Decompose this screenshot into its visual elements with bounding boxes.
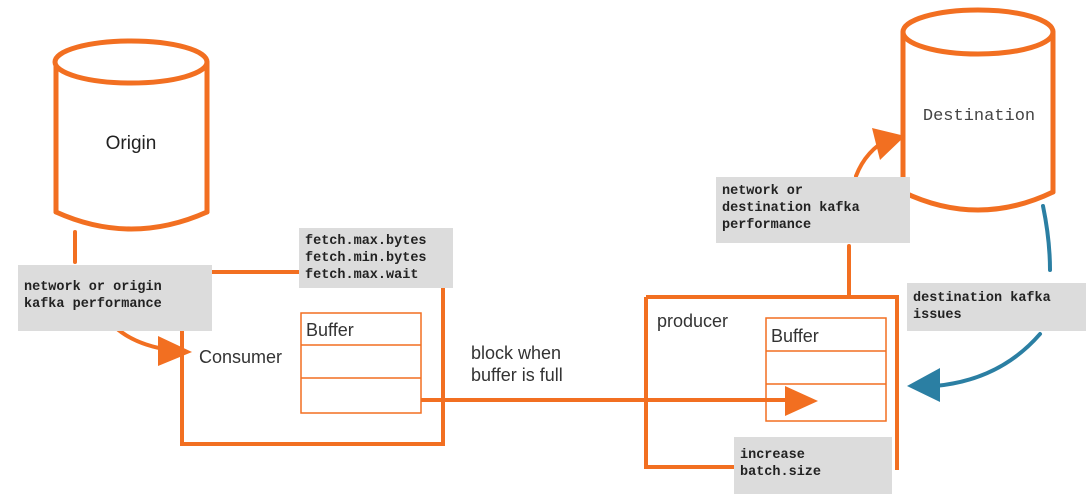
origin-database — [52, 38, 210, 232]
destination-database — [900, 7, 1056, 213]
destination-label: Destination — [923, 107, 1035, 126]
producer-buffer — [765, 317, 887, 422]
batch-size-note: increase batch.size — [734, 437, 892, 494]
destination-issues-note: destination kafka issues — [907, 283, 1086, 331]
consumer-label: Consumer — [199, 347, 283, 367]
origin-label: Origin — [106, 133, 157, 154]
producer-to-destination-arrow — [847, 128, 905, 299]
consumer-to-producer-arrow — [421, 386, 818, 416]
consumer-buffer — [300, 312, 422, 414]
producer-box — [644, 295, 899, 470]
consumer-box — [180, 270, 445, 446]
producer-buffer-label: Buffer — [771, 326, 819, 346]
block-when-full-note: block when buffer is full — [471, 343, 563, 385]
destination-performance-note: network or destination kafka performance — [716, 177, 910, 243]
consumer-buffer-label: Buffer — [306, 320, 354, 340]
origin-performance-note: network or origin kafka performance — [18, 265, 212, 331]
producer-label: producer — [657, 311, 729, 331]
fetch-settings-note: fetch.max.bytes fetch.min.bytes fetch.ma… — [299, 228, 453, 288]
destination-issues-arrow — [907, 204, 1052, 402]
